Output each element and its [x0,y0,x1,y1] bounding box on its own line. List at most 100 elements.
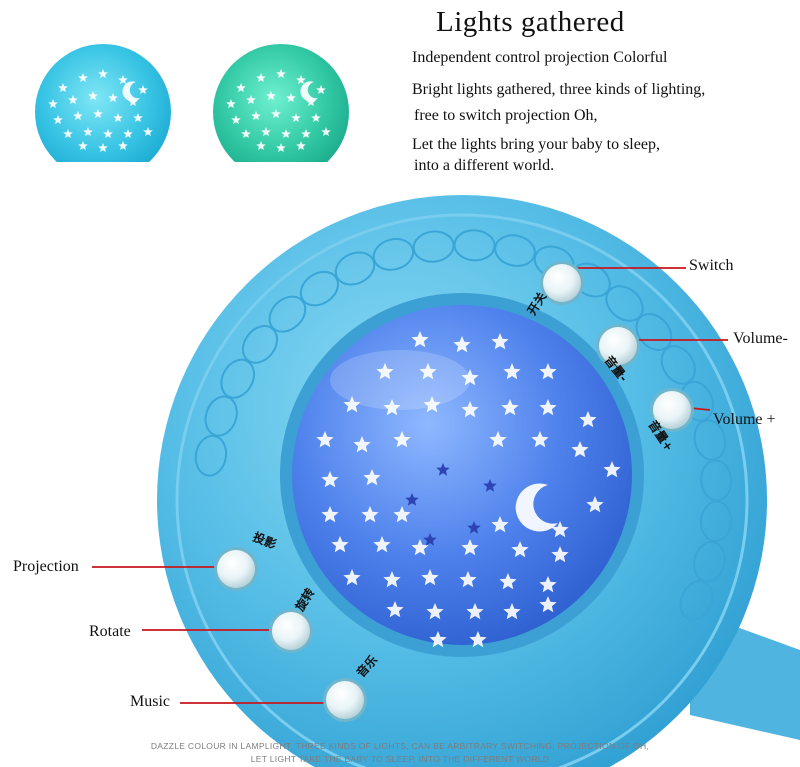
star-icon [343,396,361,413]
star-icon [306,97,316,106]
callout-rotate: Rotate [89,623,131,640]
star-icon [108,93,118,102]
star-icon [291,113,301,122]
star-icon [251,111,261,120]
star-icon [429,631,447,648]
rotate-button[interactable] [269,609,313,653]
star-icon [246,95,256,104]
star-icon [331,536,349,553]
callout-volume-plus: Volume + [713,411,776,428]
star-icon [423,533,437,546]
dome-stars [316,331,621,648]
star-icon [361,506,379,523]
star-icon [393,431,411,448]
preview-stars [226,69,331,152]
description-line-2: Bright lights gathered, three kinds of l… [412,81,706,98]
star-icon [503,603,521,620]
star-icon [499,573,517,590]
callout-switch: Switch [689,257,734,274]
star-icon [383,571,401,588]
star-icon [78,141,88,150]
star-icon [321,471,339,488]
star-icon [551,521,569,538]
star-icon [78,73,88,82]
star-icon [579,411,597,428]
star-icon [103,129,113,138]
star-icon [286,93,296,102]
volume-plus-button[interactable] [650,388,694,432]
star-icon [393,506,411,523]
body-bump [204,395,238,437]
callout-music: Music [130,693,170,710]
preview-green [213,44,349,162]
star-icon [386,601,404,618]
star-icon [113,113,123,122]
star-icon [276,143,286,152]
star-icon [123,129,133,138]
star-icon [68,95,78,104]
star-icon [411,539,429,556]
star-icon [491,516,509,533]
star-icon [586,496,604,513]
body-bumps [194,229,733,621]
description-line-5: into a different world. [414,157,555,174]
star-icon [301,129,311,138]
footer-line-2: LET LIGHT TAKE THE BABY TO SLEEP, INTO T… [250,754,550,764]
volume-minus-button[interactable] [596,324,640,368]
body-bump [679,580,714,621]
music-button[interactable] [323,678,367,722]
star-icon [501,399,519,416]
star-icon [363,469,381,486]
star-icon [236,83,246,92]
body-bump [700,500,733,543]
star-icon [88,91,98,100]
star-icon [376,363,394,380]
projection-button[interactable] [214,547,258,591]
star-icon [321,506,339,523]
star-icon [316,431,334,448]
star-icon [226,99,236,108]
star-icon [276,69,286,78]
star-icon [539,576,557,593]
star-icon [241,129,251,138]
preview-cyan [35,44,171,162]
star-icon [531,431,549,448]
star-icon [383,399,401,416]
body-bump [660,345,696,385]
star-icon [551,546,569,563]
body-bump [635,312,673,352]
body-bump [220,358,255,399]
description-line-1: Independent control projection Colorful [412,49,668,66]
star-icon [539,363,557,380]
star-icon [419,363,437,380]
moon-icon [122,81,140,102]
star-icon [461,401,479,418]
star-icon [143,127,153,136]
star-icon [405,493,419,506]
star-icon [467,521,481,534]
star-icon [231,115,241,124]
footer-line-1: DAZZLE COLOUR IN LAMPLIGHT, THREE KINDS … [150,741,650,751]
star-icon [128,97,138,106]
body-bump [700,459,733,502]
moon-icon [515,483,558,532]
star-icon [98,143,108,152]
star-icon [571,441,589,458]
star-icon [461,369,479,386]
switch-button[interactable] [540,261,584,305]
moon-icon [300,81,318,102]
body-bump [334,251,376,286]
callout-projection: Projection [13,558,79,575]
star-icon [53,115,63,124]
star-icon [353,436,371,453]
body-bump [194,434,228,477]
star-icon [436,463,450,476]
body-bump [494,234,536,267]
star-icon [426,603,444,620]
body-bump [605,285,644,322]
star-icon [133,113,143,122]
star-icon [266,91,276,100]
star-icon [321,127,331,136]
star-icon [469,631,487,648]
star-icon [421,569,439,586]
